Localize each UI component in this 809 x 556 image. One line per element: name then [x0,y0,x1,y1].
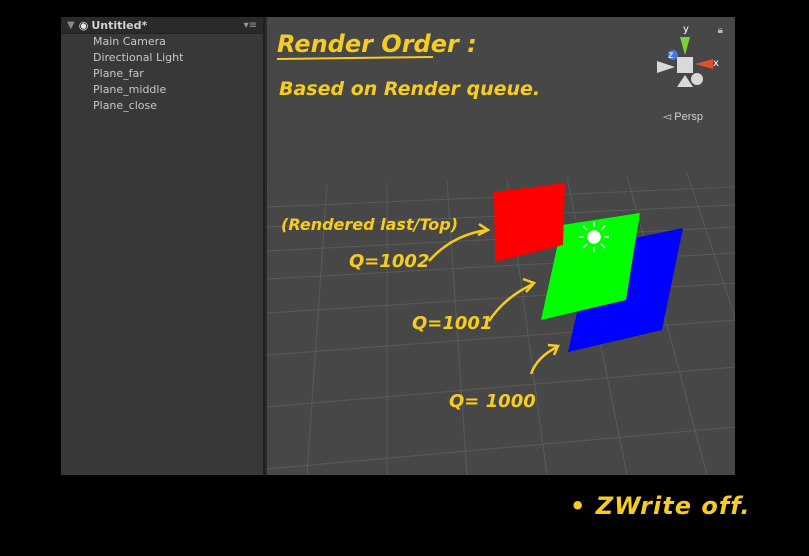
annotation-q-close: Q=1002 [349,251,429,272]
persp-text: Persp [674,111,703,123]
lock-icon[interactable]: 🔒︎ [717,25,723,36]
annotation-q-far: Q= 1000 [449,391,536,412]
gizmo-y-label: y [683,24,689,35]
hierarchy-item-directional-light[interactable]: Directional Light [93,51,184,64]
persp-label[interactable]: ◅ Persp [662,111,703,123]
annotation-arrows [428,222,560,375]
gizmo-x-label: x [713,58,719,69]
annotation-footer: • ZWrite off. [570,492,751,520]
hierarchy-list: Main Camera Directional Light Plane_far … [61,34,263,114]
plane-close[interactable] [494,183,565,262]
directional-light-icon[interactable] [579,222,609,252]
annotation-title: Render Order : [277,30,477,58]
annotation-subtitle: Based on Render queue. [279,78,540,100]
scene-view[interactable]: y x z Render Order : Based on Render que… [267,17,735,475]
unity-scene-icon: ◉ [78,18,89,32]
plane-middle[interactable] [541,213,640,320]
scene-name: Untitled* [91,18,148,32]
hierarchy-header[interactable]: ▼ ◉ Untitled* ▾≡ [61,17,263,34]
foldout-triangle-icon[interactable]: ▼ [67,19,75,31]
hierarchy-panel: ▼ ◉ Untitled* ▾≡ Main Camera Directional… [61,17,265,475]
hierarchy-item-plane-close[interactable]: Plane_close [93,99,158,112]
title-underline [276,56,434,60]
gizmo-z-label: z [668,50,673,61]
hierarchy-menu-icon[interactable]: ▾≡ [243,19,257,31]
scene-canvas[interactable]: y x z Render Order : Based on Render que… [267,17,735,475]
annotation-q-middle: Q=1001 [412,313,492,334]
hierarchy-item-plane-far[interactable]: Plane_far [93,67,144,80]
hierarchy-item-plane-middle[interactable]: Plane_middle [93,83,167,96]
horizon-fade [267,17,735,207]
hierarchy-item-main-camera[interactable]: Main Camera [93,35,166,48]
annotation-rendered-note: (Rendered last/Top) [281,215,458,234]
orientation-gizmo[interactable]: y x z [657,24,719,87]
